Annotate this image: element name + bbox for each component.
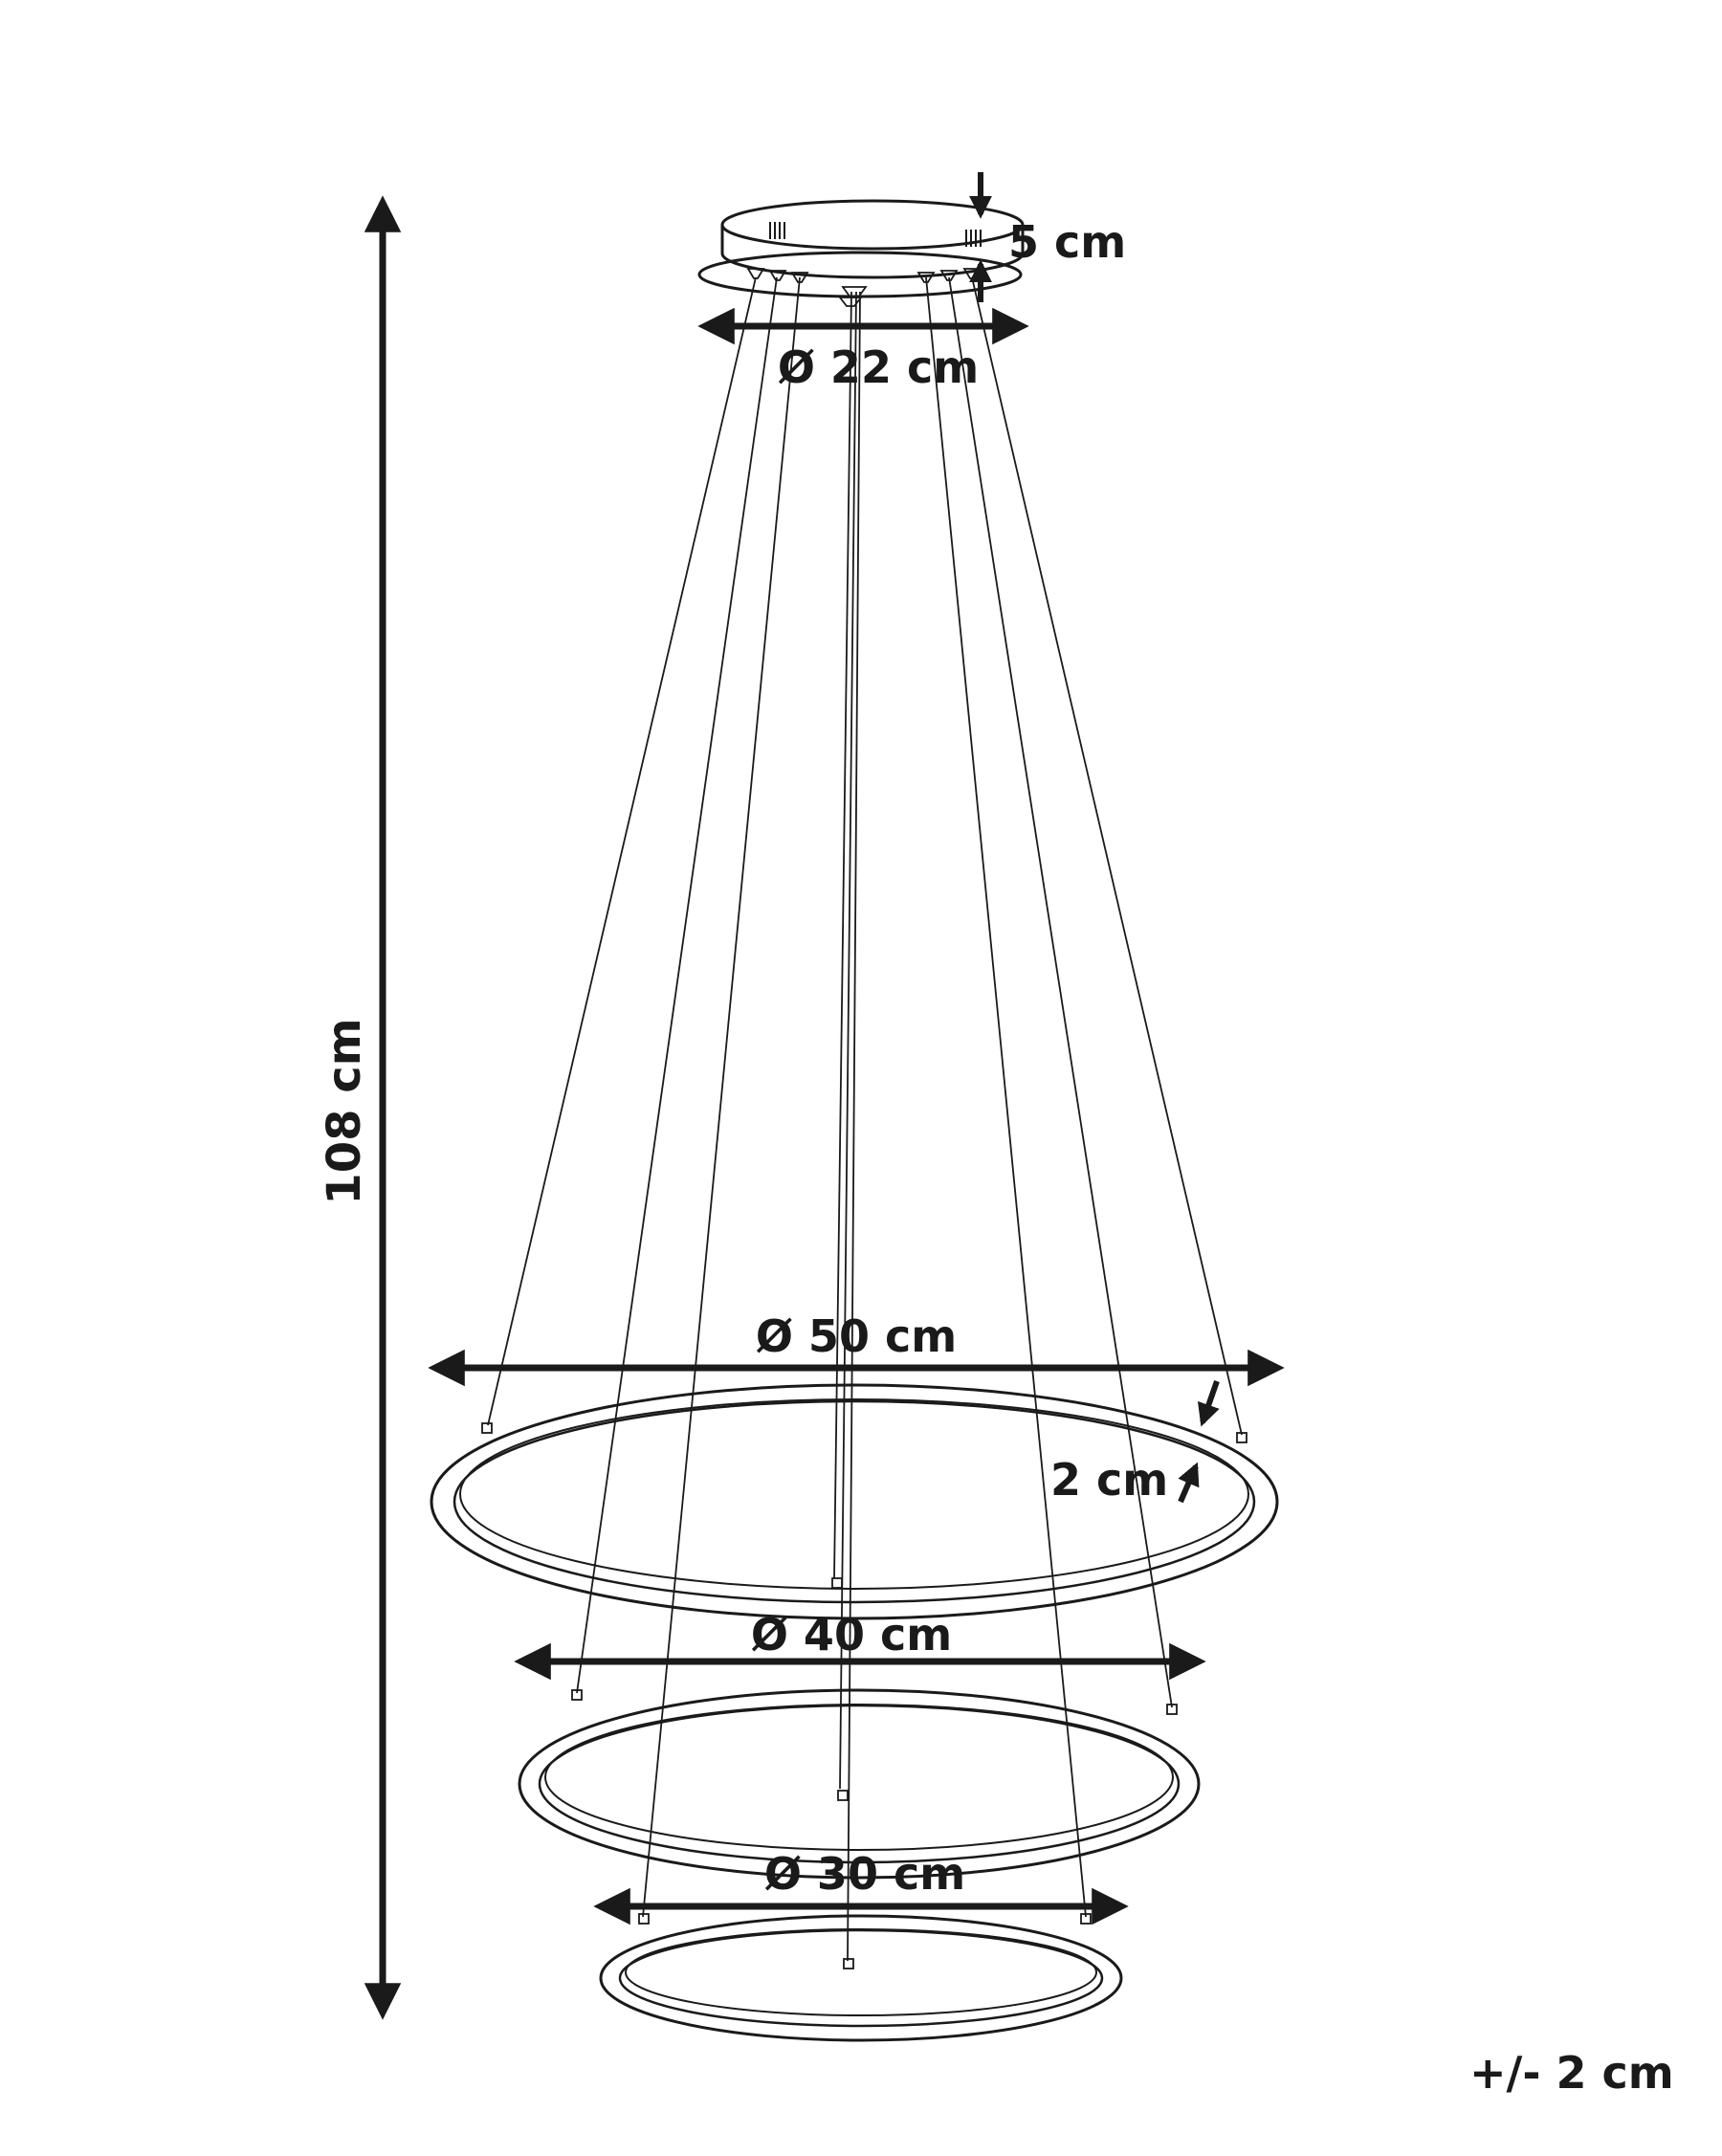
ring-thickness-arrow-bottom xyxy=(1178,1462,1200,1504)
cable xyxy=(925,276,1087,1918)
cable xyxy=(847,291,861,1962)
suspension-cables xyxy=(487,276,1243,1962)
ring-small-lip xyxy=(625,1928,1097,2016)
ring-clip xyxy=(843,1958,854,1969)
ring-medium xyxy=(518,1688,1201,1880)
cable xyxy=(839,291,857,1790)
cable xyxy=(487,276,757,1426)
ring-clip xyxy=(481,1422,493,1434)
ring-large-inner xyxy=(453,1399,1256,1604)
ring-clip xyxy=(831,1577,843,1589)
cable xyxy=(576,276,778,1694)
cable xyxy=(971,276,1243,1436)
canopy-height-label: 5 cm xyxy=(1008,216,1126,268)
ring-clip xyxy=(571,1689,583,1701)
ring-small-outer xyxy=(599,1914,1123,2042)
ring-thickness-label: 2 cm xyxy=(1050,1454,1168,1506)
canopy-diameter-label: Ø 22 cm xyxy=(778,341,979,393)
cable xyxy=(948,276,1173,1708)
ceiling-canopy xyxy=(697,199,1025,307)
canopy-top xyxy=(720,199,1025,251)
ring-clip xyxy=(837,1790,849,1801)
ring-small-inner xyxy=(618,1928,1104,2028)
vent-slots xyxy=(769,222,982,247)
canopy-bottom-plate xyxy=(697,251,1023,298)
ring-clip xyxy=(1166,1704,1178,1715)
ring-medium-outer xyxy=(518,1688,1201,1880)
ring-medium-lip xyxy=(544,1704,1174,1851)
medium-ring-diameter-label: Ø 40 cm xyxy=(751,1609,952,1661)
large-ring-diameter-label: Ø 50 cm xyxy=(756,1310,957,1362)
ring-clip xyxy=(1236,1432,1247,1443)
canopy-body xyxy=(720,225,1025,279)
ring-medium-inner xyxy=(538,1704,1181,1864)
ring-small xyxy=(599,1913,1123,2042)
dimension-arrows xyxy=(364,172,1285,2020)
ring-thickness-arrow-top xyxy=(1197,1380,1220,1427)
small-ring-diameter-label: Ø 30 cm xyxy=(764,1848,965,1900)
tolerance-label: +/- 2 cm xyxy=(1469,2047,1674,2099)
ring-large-lip xyxy=(459,1398,1249,1590)
cable xyxy=(642,276,801,1918)
total-height-label: 108 cm xyxy=(318,1018,371,1204)
